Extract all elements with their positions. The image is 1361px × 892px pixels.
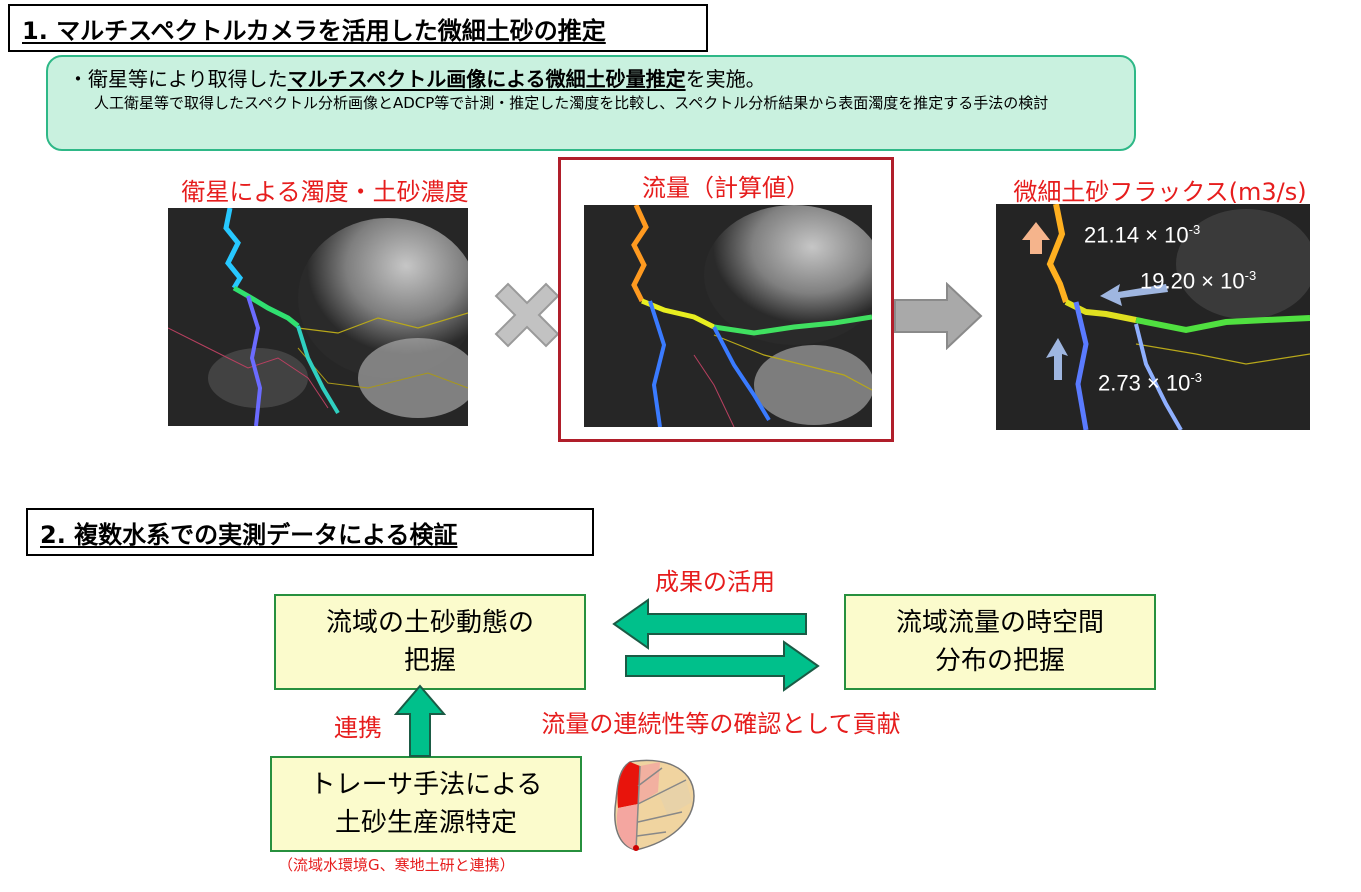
tracer-method-box: トレーサ手法による 土砂生産源特定 [270, 756, 582, 852]
flux-value-3: 2.73 × 10-3 [1098, 370, 1202, 396]
panel-left-label: 衛星による濁度・土砂濃度 [181, 178, 469, 206]
flux-map [996, 204, 1310, 430]
flow-map [584, 205, 872, 427]
collaboration-note: （流域水環境G、寒地土研と連携） [278, 856, 515, 874]
flux-value-1: 21.14 × 10-3 [1084, 222, 1201, 248]
section1-title: 1. マルチスペクトルカメラを活用した微細土砂の推定 [8, 4, 708, 52]
multiply-icon [494, 282, 560, 348]
flow-panel-frame [558, 157, 894, 442]
label-link: 連携 [334, 714, 382, 742]
label-contribute: 流量の連続性等の確認として貢献 [541, 710, 901, 738]
summary-line: ・衛星等により取得したマルチスペクトル画像による微細土砂量推定を実施。 [68, 67, 766, 91]
flow-distribution-box: 流域流量の時空間 分布の把握 [844, 594, 1156, 690]
up-arrow-icon [393, 684, 447, 758]
left-arrow-icon [612, 598, 808, 650]
summary-detail: 人工衛星等で取得したスペクトル分析画像とADCP等で計測・推定した濁度を比較し、… [94, 94, 1049, 112]
sediment-dynamics-box: 流域の土砂動態の 把握 [274, 594, 586, 690]
right-arrow-icon [893, 281, 983, 351]
right-green-arrow-icon [624, 640, 820, 692]
panel-middle-label: 流量（計算値） [642, 174, 810, 202]
basin-leaf-icon [610, 756, 696, 852]
section2-title: 2. 複数水系での実測データによる検証 [26, 508, 594, 556]
turbidity-map [168, 208, 468, 426]
summary-box: ・衛星等により取得したマルチスペクトル画像による微細土砂量推定を実施。 人工衛星… [46, 55, 1136, 151]
flux-value-2: 19.20 × 10-3 [1140, 268, 1257, 294]
label-use: 成果の活用 [655, 568, 775, 596]
panel-right-label: 微細土砂フラックス(m3/s) [1013, 178, 1307, 206]
